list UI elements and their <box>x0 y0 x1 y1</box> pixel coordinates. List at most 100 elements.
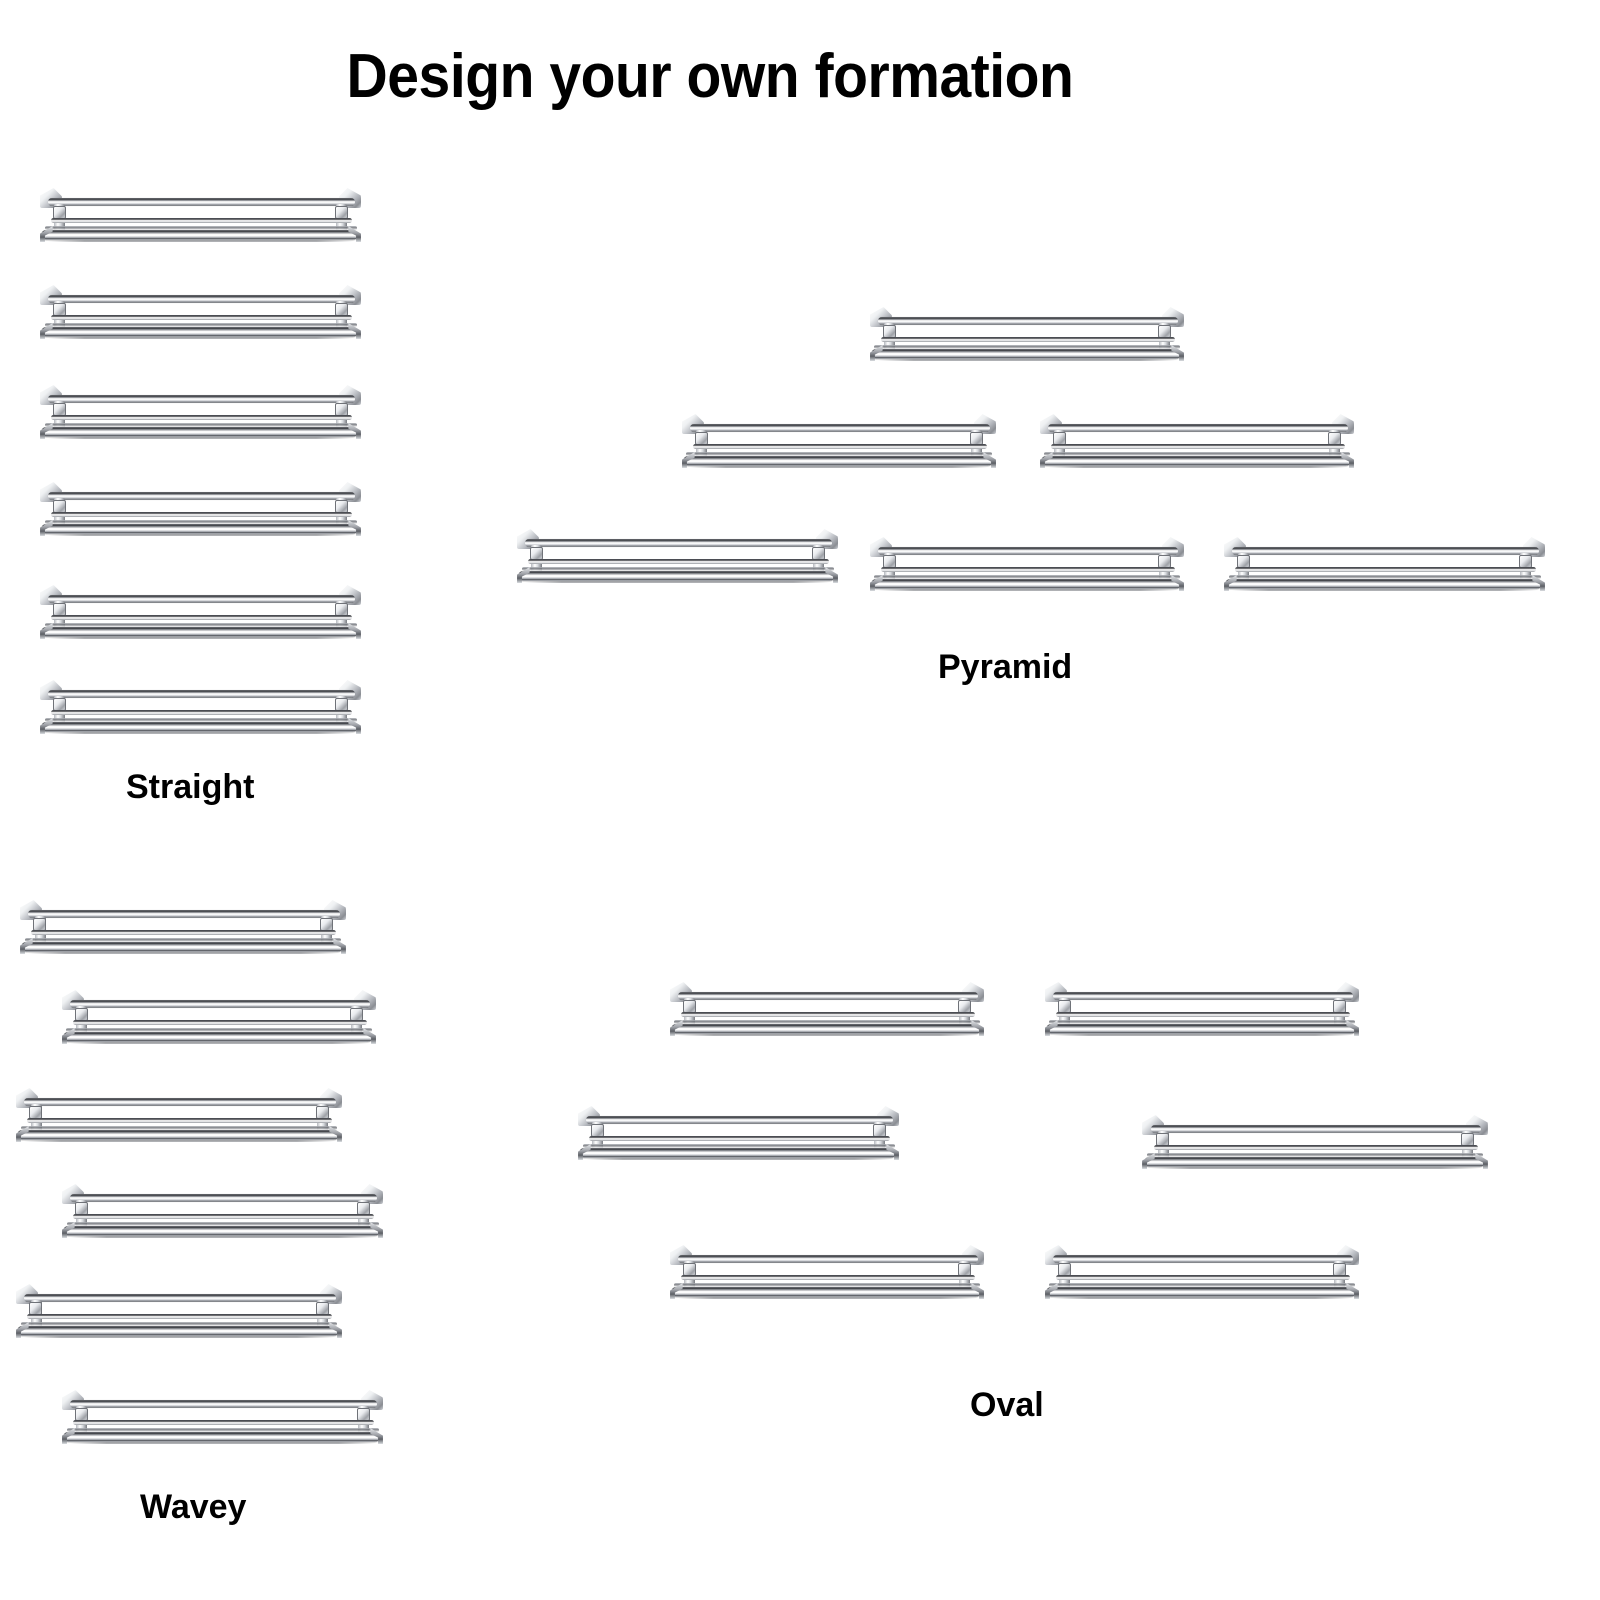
towel-rail-straight-1[interactable] <box>38 186 363 248</box>
lower-rail-bar-rear <box>66 1028 372 1032</box>
middle-rail-bar <box>51 710 352 715</box>
towel-rail-pyramid-5[interactable] <box>868 535 1186 597</box>
lower-rail-bar <box>871 579 1182 589</box>
lower-rail-bar <box>17 1130 340 1140</box>
lower-rail-bar-rear <box>874 575 1180 579</box>
upper-rail-bar <box>47 395 355 403</box>
middle-rail-bar <box>51 415 352 420</box>
lower-rail-bar-rear <box>582 1144 895 1148</box>
towel-rail-straight-4[interactable] <box>38 480 363 542</box>
middle-rail-bar <box>27 1314 333 1319</box>
towel-rail-oval-6[interactable] <box>1043 1243 1361 1305</box>
rail-shadow <box>69 1442 376 1444</box>
middle-rail-bar <box>880 567 1175 572</box>
lower-rail-bar-rear <box>44 323 357 327</box>
middle-rail-bar <box>31 930 337 935</box>
formation-label-pyramid: Pyramid <box>938 648 1073 686</box>
lower-rail-bar <box>17 1326 340 1336</box>
towel-rail-oval-5[interactable] <box>668 1243 986 1305</box>
middle-rail-bar <box>1055 1275 1350 1280</box>
upper-rail-bar <box>1047 424 1349 432</box>
towel-rail-oval-3[interactable] <box>576 1104 901 1166</box>
towel-rail-wavey-6[interactable] <box>60 1388 385 1450</box>
rail-shadow <box>69 1042 369 1044</box>
lower-rail-bar <box>1046 1024 1357 1034</box>
lower-rail-bar-rear <box>66 1428 379 1432</box>
middle-rail-bar <box>51 315 352 320</box>
rail-shadow <box>47 337 354 339</box>
lower-rail-bar <box>63 1226 381 1236</box>
towel-rail-pyramid-3[interactable] <box>1038 412 1356 474</box>
towel-rail-pyramid-4[interactable] <box>515 527 840 589</box>
rail-shadow <box>23 1140 335 1142</box>
middle-rail-bar <box>51 615 352 620</box>
lower-rail-bar <box>1046 1287 1357 1297</box>
upper-rail-bar <box>27 910 340 918</box>
towel-rail-pyramid-2[interactable] <box>680 412 998 474</box>
middle-rail-bar <box>1235 567 1536 572</box>
upper-rail-bar <box>524 539 832 547</box>
middle-rail-bar <box>1050 444 1345 449</box>
lower-rail-bar-rear <box>20 1126 338 1130</box>
towel-rail-straight-5[interactable] <box>38 583 363 645</box>
lower-rail-bar-rear <box>44 520 357 524</box>
towel-rail-wavey-3[interactable] <box>14 1086 344 1148</box>
lower-rail-bar <box>1225 579 1543 589</box>
lower-rail-bar <box>63 1032 374 1042</box>
lower-rail-bar <box>41 627 359 637</box>
upper-rail-bar <box>677 992 979 1000</box>
lower-rail-bar-rear <box>1228 575 1541 579</box>
formation-label-wavey: Wavey <box>140 1488 247 1526</box>
lower-rail-bar-rear <box>674 1020 980 1024</box>
lower-rail-bar <box>1041 456 1352 466</box>
lower-rail-bar <box>41 524 359 534</box>
middle-rail-bar <box>1055 1012 1350 1017</box>
towel-rail-wavey-2[interactable] <box>60 988 378 1050</box>
towel-rail-pyramid-1[interactable] <box>868 305 1186 367</box>
upper-rail-bar <box>1231 547 1539 555</box>
towel-rail-wavey-4[interactable] <box>60 1182 385 1244</box>
upper-rail-bar <box>69 1400 377 1408</box>
lower-rail-bar-rear <box>1049 1020 1355 1024</box>
rail-shadow <box>524 581 831 583</box>
middle-rail-bar <box>880 337 1175 342</box>
formation-label-straight: Straight <box>126 768 255 806</box>
middle-rail-bar <box>72 1020 367 1025</box>
lower-rail-bar <box>21 942 344 952</box>
rail-shadow <box>47 240 354 242</box>
lower-rail-bar <box>41 327 359 337</box>
rail-shadow <box>689 466 989 468</box>
lower-rail-bar <box>518 571 836 581</box>
upper-rail-bar <box>23 1294 336 1302</box>
rail-shadow <box>877 359 1177 361</box>
rail-shadow <box>1231 589 1538 591</box>
lower-rail-bar-rear <box>44 718 357 722</box>
rail-shadow <box>47 732 354 734</box>
middle-rail-bar <box>51 512 352 517</box>
upper-rail-bar <box>1052 1255 1354 1263</box>
towel-rail-straight-3[interactable] <box>38 383 363 445</box>
upper-rail-bar <box>877 317 1179 325</box>
lower-rail-bar-rear <box>521 567 834 571</box>
lower-rail-bar-rear <box>874 345 1180 349</box>
lower-rail-bar <box>671 1024 982 1034</box>
towel-rail-oval-4[interactable] <box>1140 1113 1490 1175</box>
towel-rail-straight-6[interactable] <box>38 678 363 740</box>
towel-rail-oval-1[interactable] <box>668 980 986 1042</box>
lower-rail-bar-rear <box>686 452 992 456</box>
towel-rail-wavey-1[interactable] <box>18 898 348 960</box>
towel-rail-straight-2[interactable] <box>38 283 363 345</box>
page-title: Design your own formation <box>346 42 1074 111</box>
towel-rail-wavey-5[interactable] <box>14 1282 344 1344</box>
rail-shadow <box>1047 466 1347 468</box>
upper-rail-bar <box>47 595 355 603</box>
upper-rail-bar <box>47 690 355 698</box>
upper-rail-bar <box>1150 1125 1482 1133</box>
towel-rail-pyramid-6[interactable] <box>1222 535 1547 597</box>
lower-rail-bar-rear <box>44 226 357 230</box>
lower-rail-bar <box>671 1287 982 1297</box>
middle-rail-bar <box>680 1275 975 1280</box>
lower-rail-bar <box>41 722 359 732</box>
towel-rail-oval-2[interactable] <box>1043 980 1361 1042</box>
